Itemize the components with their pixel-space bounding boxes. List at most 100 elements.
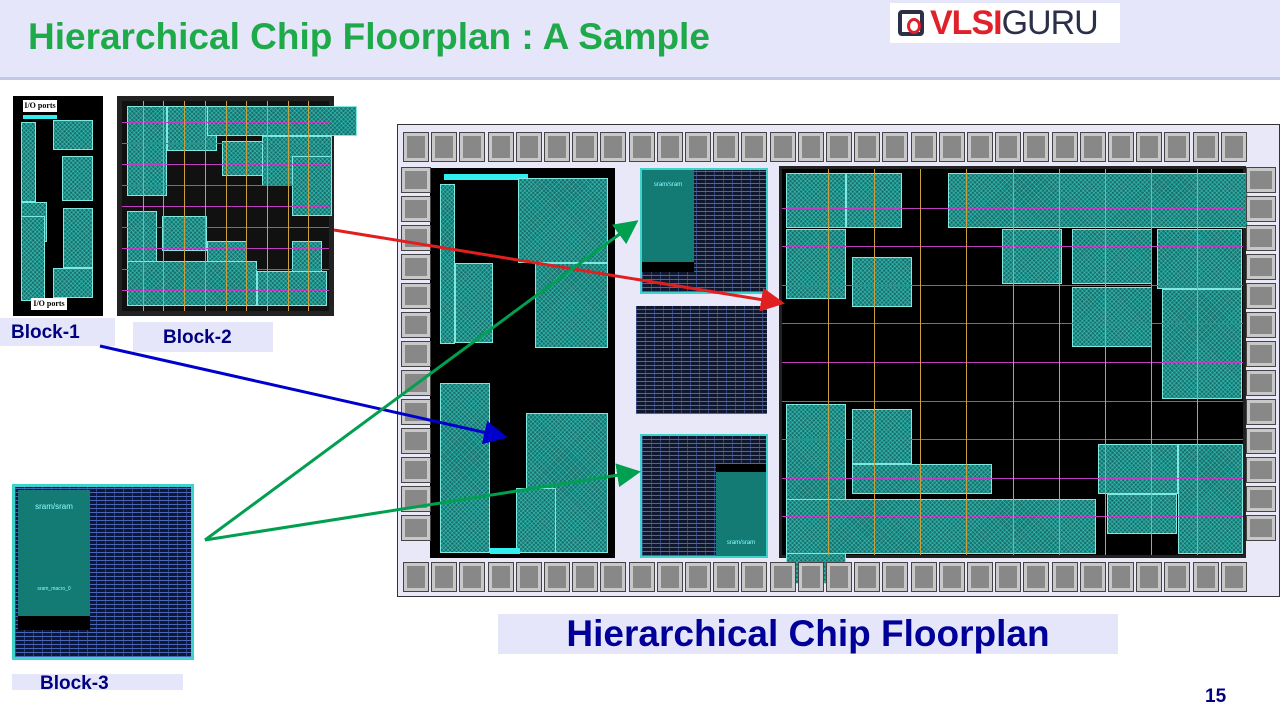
logo-text-red: VLSI — [930, 3, 1003, 42]
io-pad — [401, 428, 431, 454]
io-pad — [1246, 370, 1276, 396]
io-pad — [600, 132, 627, 162]
io-pad — [967, 562, 993, 592]
io-pad — [459, 132, 486, 162]
io-pad — [1192, 562, 1219, 592]
arrow-block3-bottom — [204, 463, 641, 542]
io-pad — [487, 562, 514, 592]
io-pad — [826, 562, 852, 592]
block1-label: Block-1 — [0, 318, 115, 346]
macro-block — [1157, 229, 1242, 289]
io-pad — [401, 283, 431, 309]
io-pad — [713, 562, 740, 592]
io-pad — [1051, 132, 1078, 162]
chip-sram-bottom: sram/sram — [640, 434, 768, 558]
macro — [53, 120, 93, 150]
io-pad — [826, 132, 852, 162]
slide-title: Hierarchical Chip Floorplan : A Sample — [28, 16, 710, 57]
io-pad — [741, 562, 768, 592]
logo-text-dark: GURU — [1001, 3, 1099, 42]
io-pad — [628, 132, 655, 162]
macro-block — [1002, 229, 1062, 284]
macro — [53, 268, 93, 298]
macro — [21, 122, 36, 202]
io-pad — [656, 562, 683, 592]
io-pad — [403, 132, 429, 162]
logo-mark-icon — [898, 10, 924, 36]
macro — [63, 208, 93, 268]
macro — [62, 156, 93, 201]
io-pad — [401, 196, 431, 222]
block2-image — [117, 96, 357, 316]
io-pad — [938, 132, 965, 162]
macro-block — [292, 156, 332, 216]
io-pad — [967, 132, 993, 162]
macro — [21, 216, 45, 301]
io-pad — [572, 132, 599, 162]
block2-label: Block-2 — [133, 322, 273, 352]
io-pad — [1246, 457, 1276, 483]
io-pad — [401, 225, 431, 251]
io-pad — [487, 132, 514, 162]
io-pad — [1246, 341, 1276, 367]
io-pad — [854, 132, 881, 162]
io-pad — [459, 562, 486, 592]
io-pad — [882, 562, 909, 592]
io-pad — [910, 132, 937, 162]
io-pad — [1246, 196, 1276, 222]
macro-block — [1072, 287, 1152, 347]
sram-label: sram/sram — [726, 540, 756, 546]
io-pad — [401, 167, 431, 193]
io-pad — [769, 562, 796, 592]
io-pad — [628, 562, 655, 592]
block3-sram: sram/sram sram_macro_0 — [18, 490, 90, 616]
macro-block — [852, 257, 912, 307]
sram-sublabel: sram_macro_0 — [37, 586, 71, 592]
io-pad — [1246, 428, 1276, 454]
arrow-block2 — [333, 228, 785, 312]
io-pad — [938, 562, 965, 592]
chip-sram-top: sram/sram — [640, 168, 768, 294]
io-pad — [685, 562, 711, 592]
page-number: 15 — [1205, 686, 1227, 707]
io-pad — [544, 132, 570, 162]
block3-label: Block-3 — [12, 674, 183, 694]
chip-logic-block — [636, 306, 767, 414]
io-pad — [401, 254, 431, 280]
io-pad — [1246, 167, 1276, 193]
io-pad — [1136, 132, 1163, 162]
macro-block — [1107, 494, 1177, 534]
io-pad — [401, 457, 431, 483]
macro-block — [846, 173, 902, 228]
io-pad — [797, 562, 824, 592]
macro-block — [852, 464, 992, 494]
sram-label: sram/sram — [35, 502, 73, 511]
io-pad — [1246, 399, 1276, 425]
io-pad — [1108, 562, 1134, 592]
io-pad — [854, 562, 881, 592]
chip-block1 — [430, 168, 615, 558]
io-pad — [995, 562, 1022, 592]
io-pad — [1246, 515, 1276, 541]
sram-label: sram/sram — [653, 182, 683, 188]
io-pad — [882, 132, 909, 162]
io-pad — [1051, 562, 1078, 592]
io-pad — [1023, 562, 1050, 592]
io-pad — [769, 132, 796, 162]
io-pad — [401, 341, 431, 367]
io-pad — [1192, 132, 1219, 162]
macro-block — [852, 409, 912, 464]
io-pad — [797, 132, 824, 162]
macro-block — [786, 229, 846, 299]
macro-block — [207, 106, 357, 136]
io-pad — [544, 562, 570, 592]
macro-block — [1072, 229, 1152, 284]
io-pad — [403, 562, 429, 592]
block1-image: I/O ports I/O ports — [13, 96, 103, 316]
io-pad — [431, 132, 458, 162]
io-pad — [1079, 562, 1106, 592]
block3-image: sram/sram sram_macro_0 — [12, 484, 194, 660]
macro-block — [1178, 444, 1243, 554]
macro-block — [1098, 444, 1178, 494]
io-pad — [1164, 562, 1191, 592]
